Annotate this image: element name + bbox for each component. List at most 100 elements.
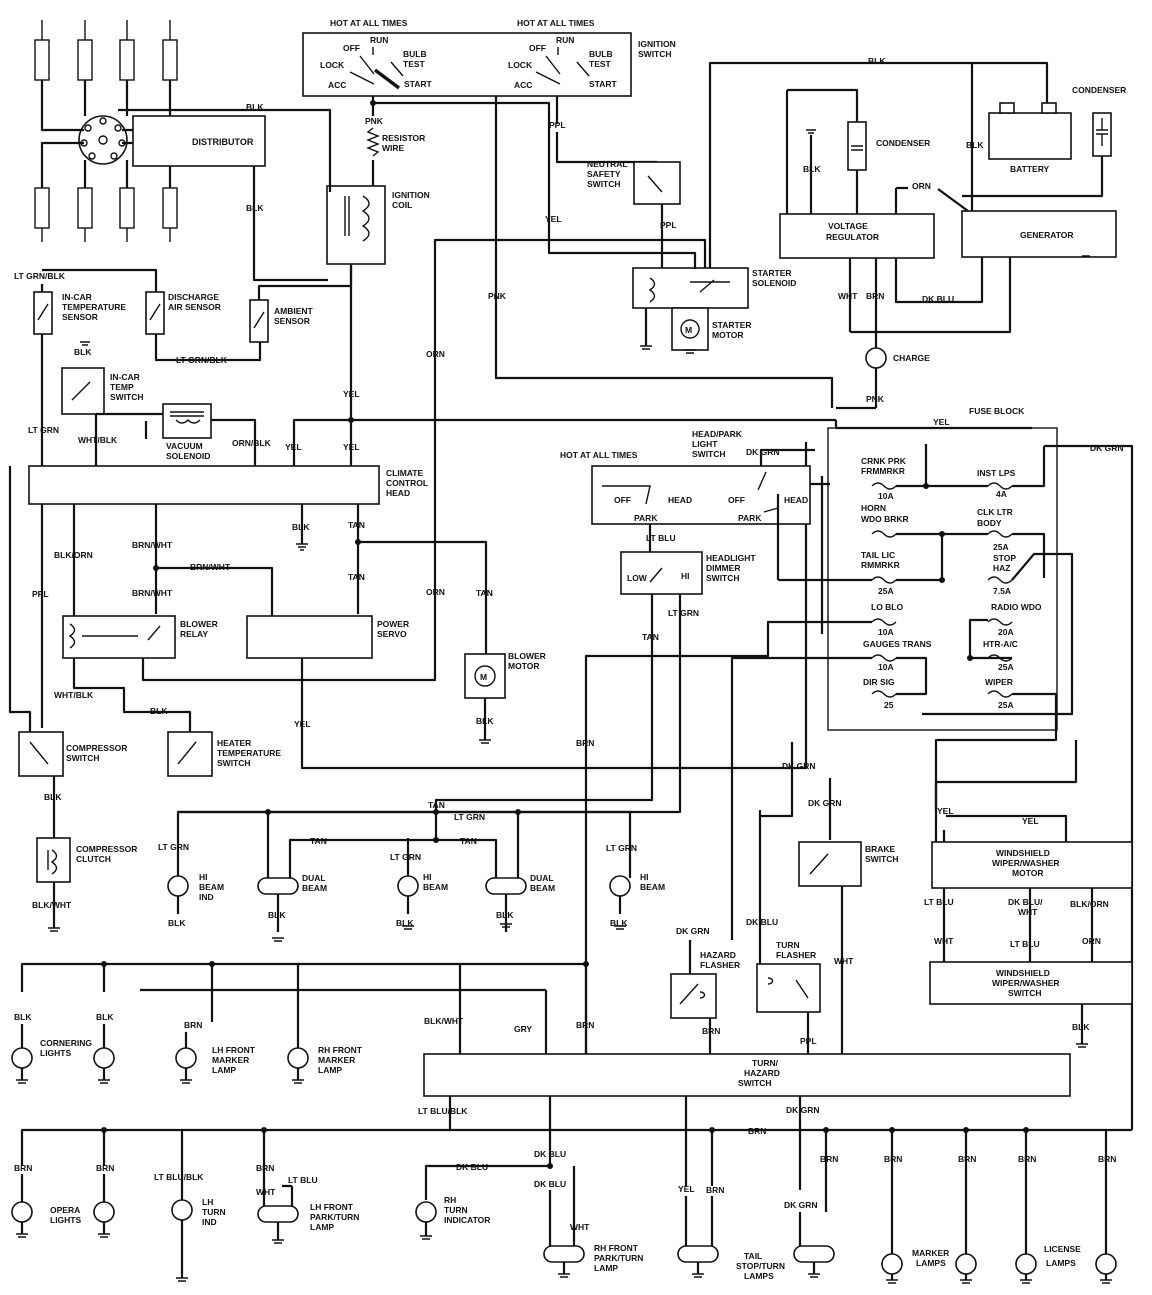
vac-sol-label-2: SOLENOID (166, 451, 210, 461)
wire-brn-m4: BRN (1018, 1154, 1036, 1164)
wire-blk-dist: BLK (246, 102, 264, 112)
blower-relay-label-2: RELAY (180, 629, 208, 639)
wire-blk-ccm: BLK (292, 522, 310, 532)
wire-blk-blower: BLK (476, 716, 494, 726)
wire-blk-relay: BLK (150, 706, 168, 716)
vr-label-2: REGULATOR (826, 232, 879, 242)
hb-label-2b: BEAM (640, 882, 665, 892)
compressor-circuit: COMPRESSOR SWITCH HEATER TEMPERATURE SWI… (18, 731, 281, 928)
blower-m: M (480, 672, 487, 682)
front-lamps: BRN BLK BLK BRN BLK/WHT GRY BRN CORNERIN… (11, 738, 594, 1080)
marker-label-2: LAMPS (916, 1258, 946, 1268)
tf-label-2: FLASHER (776, 950, 816, 960)
corn-label-2: LIGHTS (40, 1048, 71, 1058)
coil-label-2: COIL (392, 200, 412, 210)
ths-label-3: SWITCH (738, 1078, 772, 1088)
tf-label: TURN (776, 940, 800, 950)
wire-blk-wws: BLK (1072, 1022, 1090, 1032)
hts-label-2: TEMPERATURE (217, 748, 281, 758)
ign-acc: ACC (328, 80, 346, 90)
hls-park: PARK (634, 513, 658, 523)
ign-test-2: TEST (589, 59, 612, 69)
wire-brn-lhfp: BRN (256, 1163, 274, 1173)
hb-label-1: HI (423, 872, 432, 882)
ths-label: TURN/ (752, 1058, 779, 1068)
wire-yel-fb: YEL (933, 417, 950, 427)
clutch-label-2: CLUTCH (76, 854, 111, 864)
wire-dkgrn-tail: DK GRN (784, 1200, 818, 1210)
brake-label: BRAKE (865, 844, 896, 854)
wire-ltgrn-beam: LT GRN (454, 812, 485, 822)
ict-sensor-label: IN-CAR (62, 292, 92, 302)
wire-brn-m1: BRN (820, 1154, 838, 1164)
hls-head-2: HEAD (784, 495, 808, 505)
rhti-label-3: INDICATOR (444, 1215, 490, 1225)
ict-sensor-label-3: SENSOR (62, 312, 98, 322)
cch-label: CLIMATE (386, 468, 423, 478)
corn-label: CORNERING (40, 1038, 92, 1048)
hts-label: HEATER (217, 738, 251, 748)
license-label: LICENSE (1044, 1244, 1081, 1254)
lhfm-label-2: MARKER (212, 1055, 249, 1065)
fuse-radio: RADIO WDO (991, 602, 1042, 612)
wire-brn-tail: BRN (706, 1185, 724, 1195)
db-label-1: DUAL (302, 873, 326, 883)
resistor-label-2: WIRE (382, 143, 405, 153)
comp-sw-label: COMPRESSOR (66, 743, 127, 753)
wire-ltgrn-hb1: LT GRN (158, 842, 189, 852)
fuse-stop-2: HAZ (993, 563, 1010, 573)
hbi-label-2: BEAM (199, 882, 224, 892)
amb-label: AMBIENT (274, 306, 314, 316)
rhfpt-label-2: PARK/TURN (594, 1253, 643, 1263)
misc-wires: BLK BLK PNK YEL (118, 96, 834, 408)
db-label-1b: BEAM (302, 883, 327, 893)
wire-ltgrn-dim: LT GRN (668, 608, 699, 618)
wire-ltgrnblk-1: LT GRN/BLK (14, 271, 66, 281)
wire-dkgrn-hls: DK GRN (746, 447, 780, 457)
wire-dkgrn-fb: DK GRN (1090, 443, 1124, 453)
rhfpt-label: RH FRONT (594, 1243, 639, 1253)
wire-yel-wip1: YEL (937, 806, 954, 816)
wire-brn-m2: BRN (884, 1154, 902, 1164)
wire-brnwht-3: BRN/WHT (132, 588, 173, 598)
wire-blk-corn1: BLK (14, 1012, 32, 1022)
wire-ltblublk-ths: LT BLU/BLK (418, 1106, 468, 1116)
icts-label-3: SWITCH (110, 392, 144, 402)
ign-run-2: RUN (556, 35, 574, 45)
starter-m: M (685, 325, 692, 335)
lhti-label: LH (202, 1197, 213, 1207)
ign-switch-label: IGNITION (638, 39, 676, 49)
fuse-stop: STOP (993, 553, 1016, 563)
db-label-2b: BEAM (530, 883, 555, 893)
wire-orn-1: ORN (426, 349, 445, 359)
wire-brn-haz: BRN (702, 1026, 720, 1036)
opera-label: OPERA (50, 1205, 80, 1215)
hls-head: HEAD (668, 495, 692, 505)
wire-blkwht-clutch: BLK/WHT (32, 900, 72, 910)
ths-label-2: HAZARD (744, 1068, 780, 1078)
wwm-label: WINDSHIELD (996, 848, 1050, 858)
wire-brn-vr: BRN (866, 291, 884, 301)
hls-hot-label: HOT AT ALL TIMES (560, 450, 638, 460)
wire-brn-opera1: BRN (14, 1163, 32, 1173)
rhfpt-label-3: LAMP (594, 1263, 618, 1273)
wire-ppl-2: PPL (660, 220, 677, 230)
hls-park-2: PARK (738, 513, 762, 523)
wire-dkgrn-1: DK GRN (782, 761, 816, 771)
db-label-2: DUAL (530, 873, 554, 883)
nss-label-2: SAFETY (587, 169, 621, 179)
wire-orn-2: ORN (426, 587, 445, 597)
icts-label-2: TEMP (110, 382, 134, 392)
wire-wht-rhfp: WHT (570, 1222, 590, 1232)
wire-dkblu-rhfp2: DK BLU (534, 1179, 566, 1189)
wwm-label-3: MOTOR (1012, 868, 1043, 878)
fuse-loblo: LO BLO (871, 602, 903, 612)
wire-tan-ccm: TAN (348, 520, 365, 530)
neutral-safety-switch: PPL NEUTRAL SAFETY SWITCH PPL (549, 120, 681, 268)
ign-lock: LOCK (320, 60, 345, 70)
wiper-washer: YEL YEL WINDSHIELD WIPER/WASHER MOTOR LT… (924, 740, 1133, 1044)
wire-yel-ign: YEL (545, 214, 562, 224)
wire-brn-mid: BRN (576, 738, 594, 748)
wire-blk-ict: BLK (74, 347, 92, 357)
ign-hot-label-2: HOT AT ALL TIMES (517, 18, 595, 28)
